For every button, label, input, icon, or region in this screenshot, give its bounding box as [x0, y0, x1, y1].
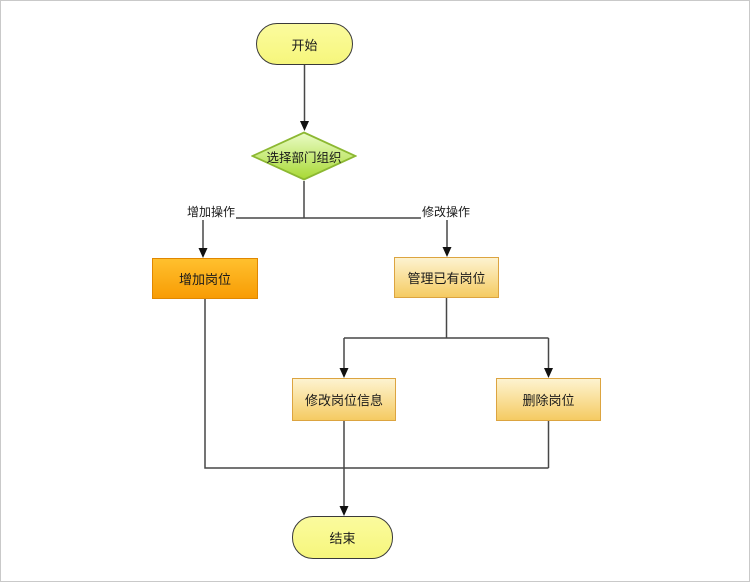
- edge-label-modify-operation: 修改操作: [421, 204, 472, 220]
- node-decision-label: 选择部门组织: [266, 150, 342, 165]
- edge-add-merge: [204, 299, 549, 469]
- node-delete-post[interactable]: 删除岗位: [496, 378, 601, 421]
- arrowhead-into-edit: [339, 368, 349, 378]
- node-add-post-label: 增加岗位: [178, 272, 231, 287]
- arrowhead-into-add: [198, 248, 208, 258]
- edge-label-add-operation: 增加操作: [186, 204, 237, 220]
- node-end-label: 结束: [329, 531, 356, 546]
- arrowhead-into-decision: [300, 121, 309, 131]
- node-add-post[interactable]: 增加岗位: [152, 258, 258, 299]
- arrowhead-into-manage: [442, 247, 452, 257]
- arrowhead-into-end: [339, 506, 349, 516]
- node-edit-post-label: 修改岗位信息: [304, 393, 383, 408]
- node-start-label: 开始: [291, 37, 318, 53]
- node-manage-posts-label: 管理已有岗位: [407, 271, 486, 286]
- node-end[interactable]: 结束: [292, 516, 393, 559]
- node-manage-posts[interactable]: 管理已有岗位: [394, 257, 499, 298]
- arrowhead-into-delete: [544, 368, 553, 378]
- node-start[interactable]: 开始: [256, 23, 353, 65]
- node-delete-post-label: 删除岗位: [522, 393, 575, 408]
- diamond-shape: [251, 131, 357, 181]
- node-decision[interactable]: 选择部门组织: [251, 131, 357, 181]
- node-edit-post[interactable]: 修改岗位信息: [292, 378, 396, 421]
